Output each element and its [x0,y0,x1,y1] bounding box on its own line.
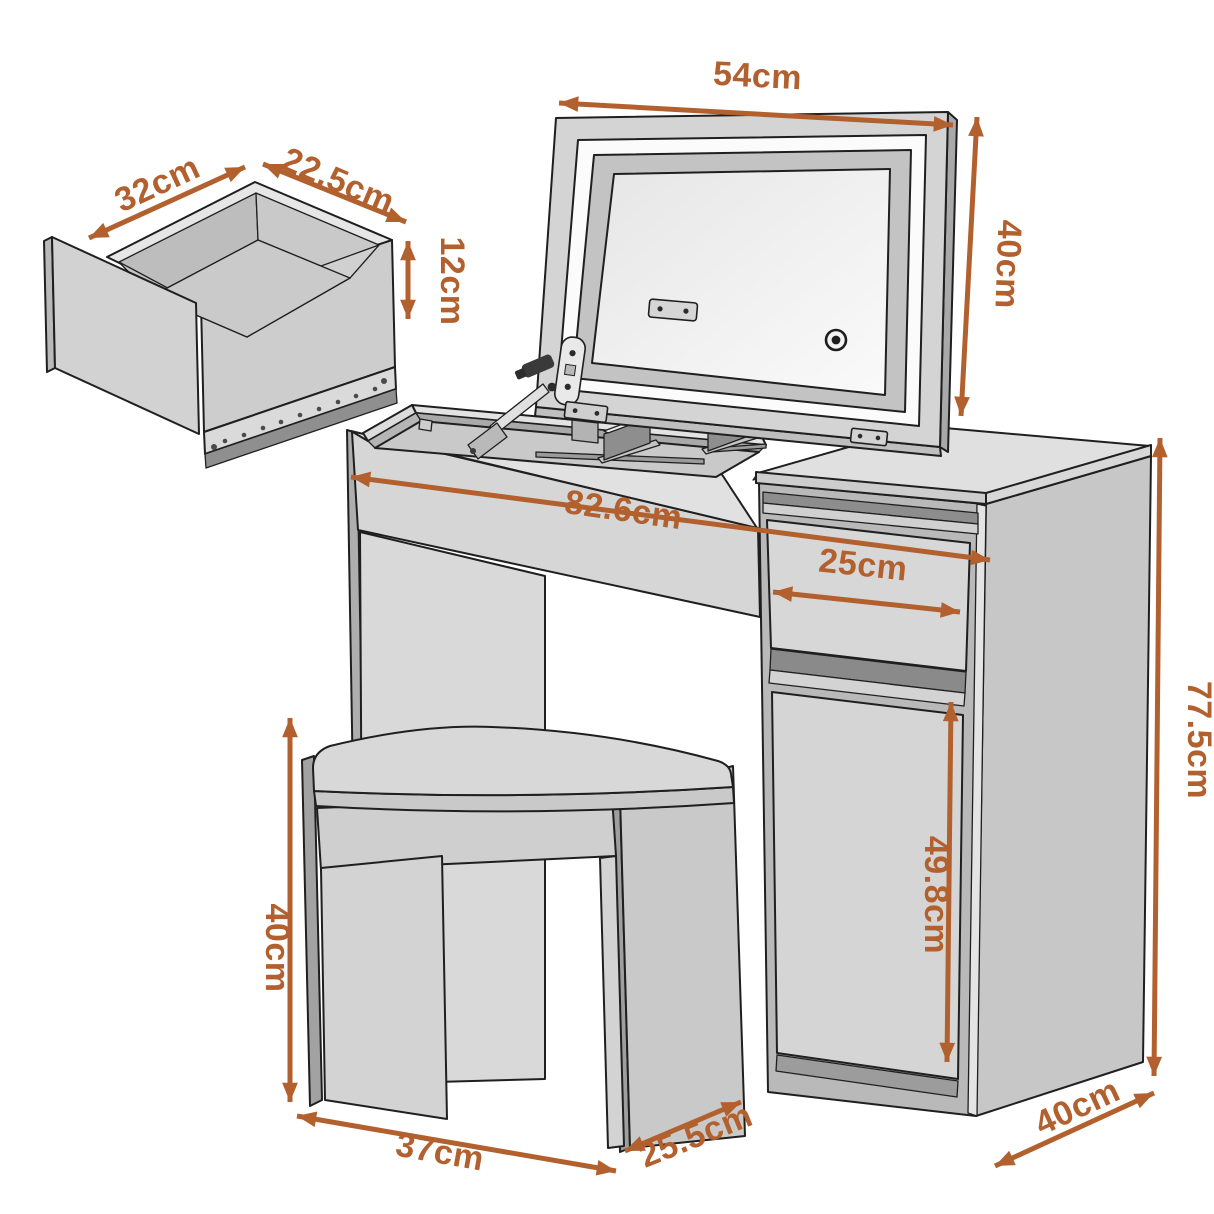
strut-end-cap [470,448,476,454]
dim-label-door-height: 49.8cm [917,836,955,954]
mirror-lid [467,111,958,460]
dim-arrow-drawer-depth [262,161,407,225]
side-cabinet [752,425,1152,1117]
cabinet-side-face [975,455,1152,1117]
dim-label-stool-height: 40cm [258,904,296,993]
cabinet-bottom-band [775,1054,959,1098]
dim-arrow-mirror-height [954,116,984,417]
dim-label-mirror-width: 54cm [712,55,803,98]
dim-arrow-cabinet-depth [993,1090,1156,1169]
lid-bracket [647,298,699,322]
dim-arrow-side-drawer-width [772,586,961,618]
dim-arrow-stool-width [296,1111,617,1176]
dim-label-drawer-height: 12cm [433,237,471,326]
dimensions [87,96,1168,1176]
stool [301,725,746,1153]
stool-cushion-top [312,725,734,797]
stool-right-panel [619,765,746,1149]
stool-right-sliver [599,855,625,1149]
dim-label-mirror-height: 40cm [987,219,1028,309]
hinge-hardware [467,298,889,460]
drawer-slide-lower [204,388,398,469]
drawer-floor [151,239,351,338]
slide-rail-holes [211,378,387,450]
dim-arrow-stool-depth [624,1099,742,1154]
hinge-pivot [547,382,557,392]
gas-strut-body [467,422,508,460]
hinge-plate [554,336,586,406]
drawer-unit [43,181,398,469]
rail-fitting [418,418,433,432]
dim-arrow-door-height [939,701,959,1063]
dim-label-stool-width: 37cm [393,1126,487,1179]
dim-arrow-mirror-width [558,96,954,132]
rail-bracket-left [563,400,609,424]
dim-arrow-overall-height [1146,437,1168,1077]
dim-label-side-drawer-width: 25cm [817,542,909,589]
dim-arrow-drawer-width [87,164,247,241]
rail-bracket-right [849,427,889,447]
drawer-face [51,236,200,435]
stool-left-leg [320,855,448,1120]
compartment-floor [374,420,760,478]
dim-arrow-desk-width [350,471,991,566]
hinge-clamp [514,354,555,380]
cabinet-mid-rail [768,669,966,707]
mirror-glass [591,168,891,396]
mirror-touch-button [824,328,848,352]
rail-bracket-tab [571,419,599,444]
dim-label-overall-height: 77.5cm [1180,681,1214,799]
stool-left-edge [301,755,323,1107]
cabinet-door [771,691,964,1080]
